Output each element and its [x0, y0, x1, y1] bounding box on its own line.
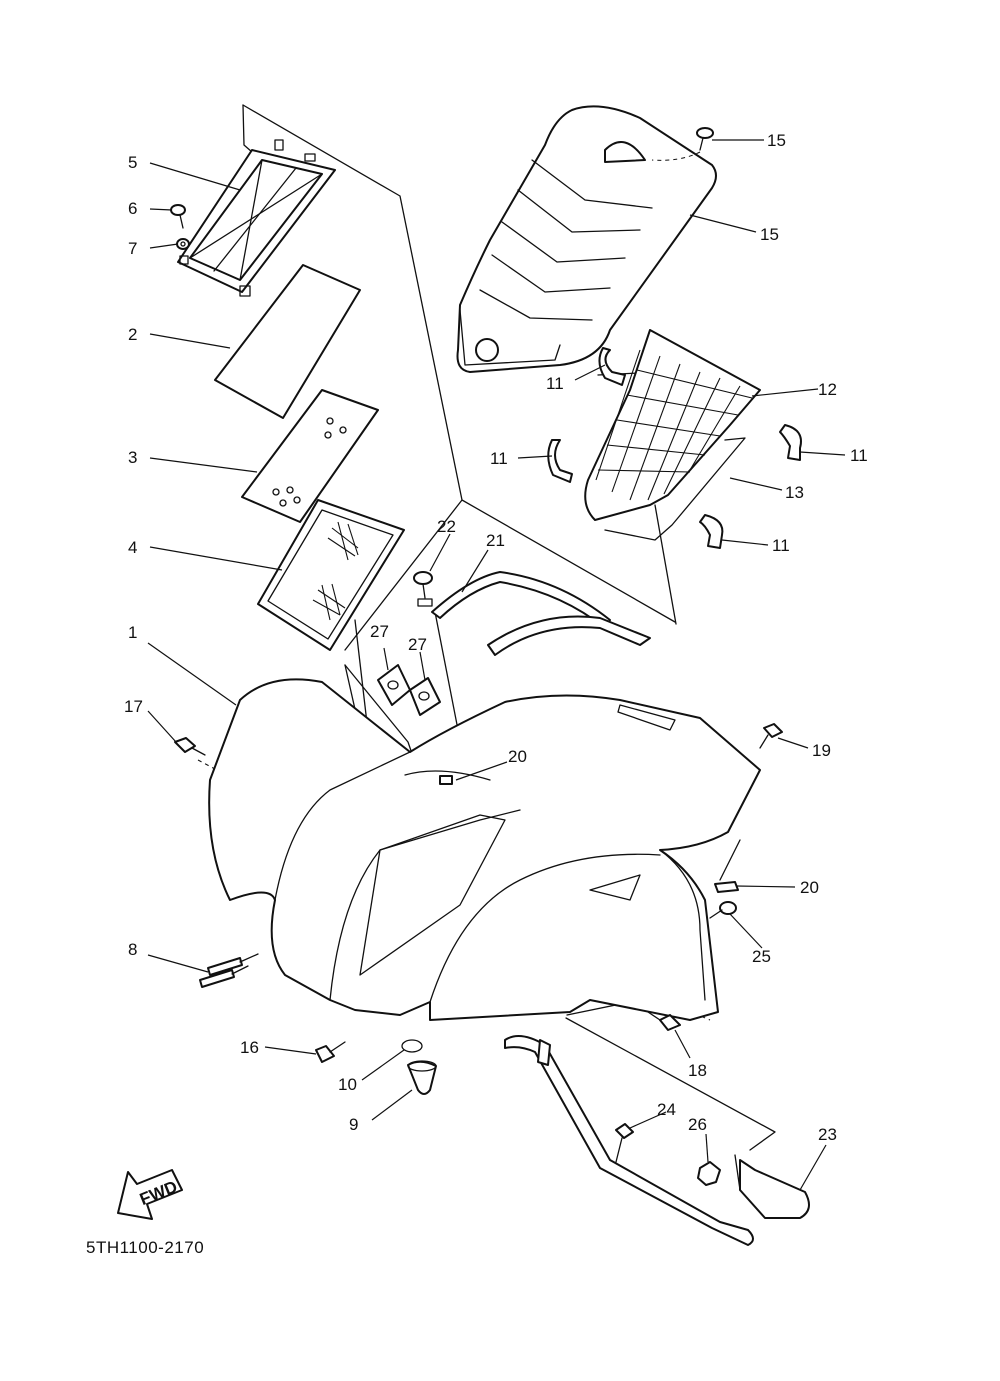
callout-1: 1 [128, 623, 137, 642]
callout-11-b: 11 [490, 449, 508, 468]
part-3-filter-sheet [241, 389, 379, 523]
callout-16: 19 [812, 741, 831, 760]
part-5-filter-frame [177, 139, 336, 297]
callout-17: 20 [800, 878, 819, 897]
callout-13: 13 [785, 483, 804, 502]
callout-labels: 5 6 7 2 3 4 1 17 8 16 10 9 18 25 20 19 2… [124, 131, 868, 1144]
fwd-arrow-icon: FWD [117, 1169, 183, 1220]
callout-5: 5 [128, 153, 137, 172]
callout-23: 23 [818, 1125, 837, 1144]
part-7-washer [176, 238, 190, 250]
part-11-clip [547, 347, 802, 549]
callout-7: 7 [128, 239, 137, 258]
callout-18: 15 [760, 225, 779, 244]
part-26-nut [697, 1161, 721, 1186]
callout-8: 8 [128, 940, 137, 959]
part-27-damper [377, 664, 441, 716]
callout-11-d: 11 [772, 536, 790, 555]
part-19-screw [651, 127, 714, 161]
part-4-screen-frame [257, 499, 405, 651]
part-15-bolt [174, 737, 681, 1031]
part-20-nut [439, 775, 453, 785]
part-1-front-fender [208, 678, 761, 1021]
callout-22: 22 [437, 517, 456, 536]
part-17-clip [714, 881, 739, 893]
part-13-mesh-sheet [604, 437, 746, 541]
part-25-bolt [709, 901, 737, 919]
callout-12: 12 [818, 380, 837, 399]
callout-leaders [147, 139, 846, 1191]
part-22-rivet [413, 571, 433, 607]
callout-27-left: 27 [370, 622, 389, 641]
callout-2: 2 [128, 325, 137, 344]
callout-15-right: 18 [688, 1061, 707, 1080]
callout-19: 15 [767, 131, 786, 150]
callout-14: 16 [240, 1038, 259, 1057]
part-21-side-strip [431, 571, 651, 656]
callout-24: 24 [657, 1100, 676, 1119]
part-18-front-cover [456, 105, 717, 373]
part-23-front-guard [504, 1035, 810, 1246]
callout-11-a: 11 [546, 374, 564, 393]
part-8-fastener [199, 953, 259, 988]
callout-6: 6 [128, 199, 137, 218]
callout-10: 10 [338, 1075, 357, 1094]
callout-25: 25 [752, 947, 771, 966]
callout-20: 20 [508, 747, 527, 766]
callout-3: 3 [128, 448, 137, 467]
callout-21: 21 [486, 531, 505, 550]
callout-26: 26 [688, 1115, 707, 1134]
diagram-code: 5TH1100-2170 [86, 1238, 205, 1257]
part-10-washer [401, 1039, 423, 1053]
part-14-bolt [315, 1041, 346, 1063]
part-16-bolt [759, 723, 783, 749]
part-12-grille [584, 329, 761, 521]
callout-4: 4 [128, 538, 137, 557]
callout-9: 9 [349, 1115, 358, 1134]
callout-27-right: 27 [408, 635, 427, 654]
part-24-bolt [615, 1123, 634, 1163]
callout-15-left: 17 [124, 697, 143, 716]
callout-11-c: 11 [850, 446, 868, 465]
part-6-screw [170, 204, 186, 229]
part-9-cap [407, 1060, 437, 1095]
part-2-filter-element [214, 264, 361, 419]
